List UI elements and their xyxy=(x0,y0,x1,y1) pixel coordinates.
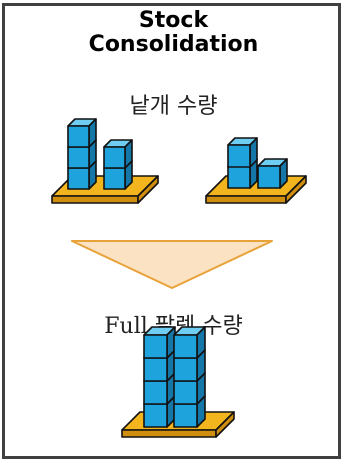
full-pallet-stack-icon xyxy=(122,327,234,437)
cube-front xyxy=(104,147,125,168)
cube-front xyxy=(68,147,89,168)
cube-front xyxy=(144,335,167,358)
cube-front xyxy=(174,358,197,381)
cube-front xyxy=(174,381,197,404)
cube-front xyxy=(174,335,197,358)
cube-front xyxy=(228,145,250,167)
cube-front xyxy=(174,404,197,427)
cube-front xyxy=(144,404,167,427)
cube-front xyxy=(228,166,250,188)
partial-stack-right-icon xyxy=(206,138,306,203)
down-arrow-icon xyxy=(72,241,272,288)
cube-front xyxy=(144,381,167,404)
cube-front xyxy=(144,358,167,381)
pallet-front xyxy=(206,196,286,203)
cube-front xyxy=(68,126,89,147)
cube-front xyxy=(68,168,89,189)
pallet-front xyxy=(52,196,138,203)
pallet-front xyxy=(122,430,216,437)
cube-front xyxy=(104,168,125,189)
cube-front xyxy=(258,166,280,188)
partial-stack-left-icon xyxy=(52,119,158,203)
